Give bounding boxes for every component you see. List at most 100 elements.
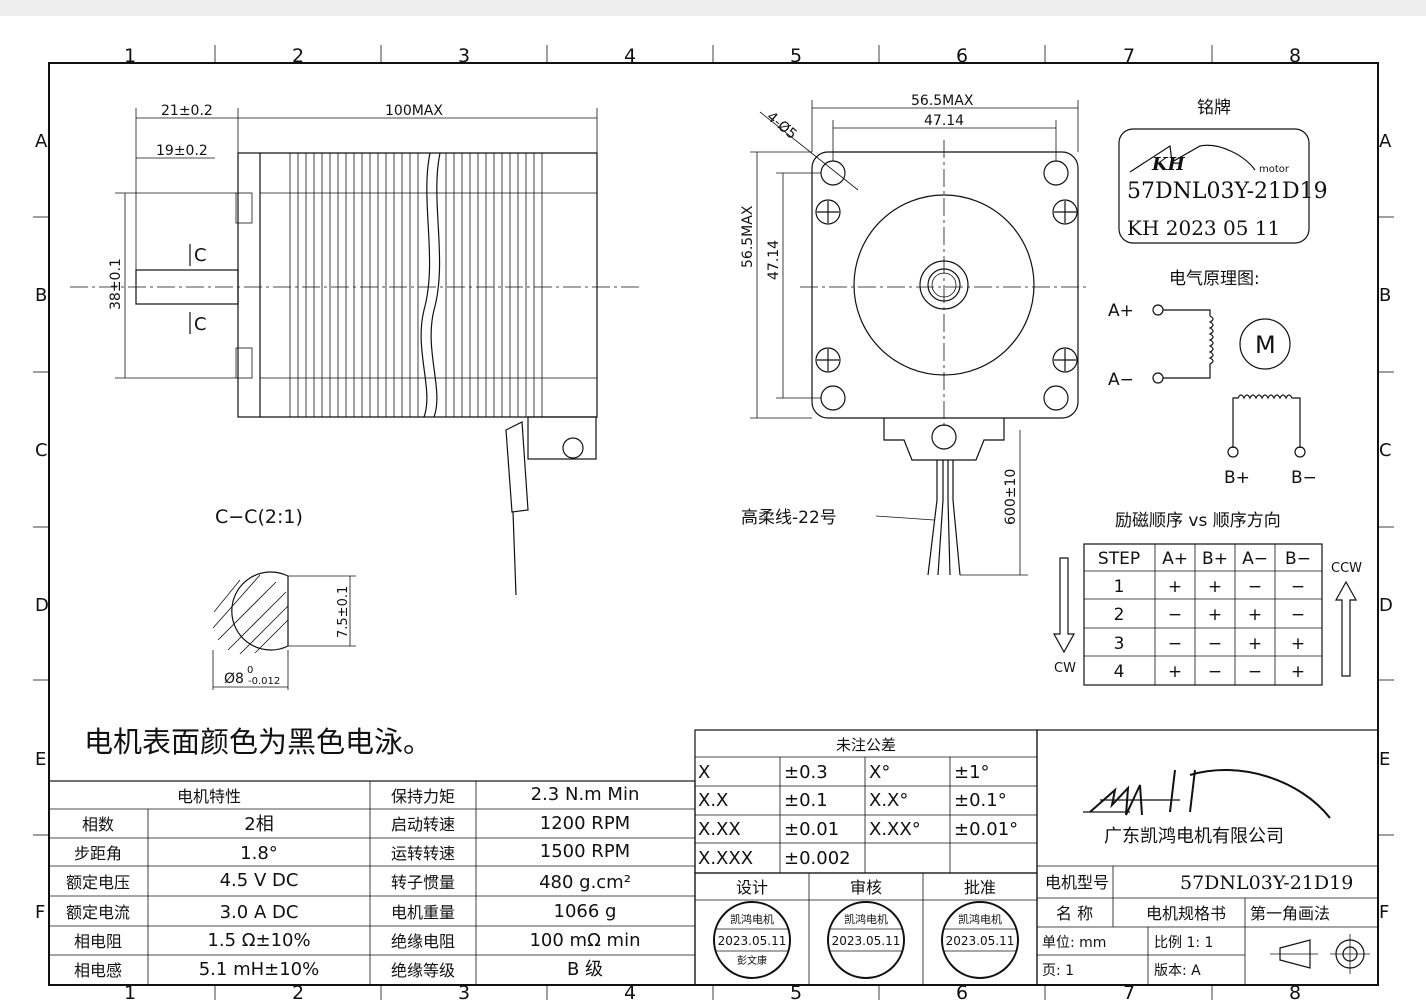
col-number: 8 xyxy=(1289,982,1301,1000)
nameplate-model: 57DNL03Y-21D19 xyxy=(1127,179,1328,204)
tolerance-cell: ±0.3 xyxy=(784,762,828,783)
spec-value: B 级 xyxy=(567,959,603,980)
spec-label: 相数 xyxy=(82,815,114,834)
table-row: 运转转速 1500 RPM xyxy=(391,841,630,863)
stamp-company: 凯鸿电机 xyxy=(958,912,1002,926)
tolerance-title: 未注公差 xyxy=(836,736,896,754)
approval-approve-header: 批准 xyxy=(964,878,996,897)
company-logo xyxy=(1083,768,1331,819)
spec-label: 相电感 xyxy=(74,961,122,980)
dim-hole-spec-text: 4-Ø5 xyxy=(763,109,799,143)
label-a-plus: A+ xyxy=(1108,301,1134,321)
tolerance-cell: X.X° xyxy=(869,790,908,811)
table-row: 转子惯量 480 g.cm² xyxy=(391,872,631,893)
col-number: 6 xyxy=(956,45,968,67)
row-letter: E xyxy=(35,749,46,770)
row-letter: A xyxy=(35,131,48,152)
col-number: 2 xyxy=(292,45,304,67)
dim-flange-text: 21±0.2 xyxy=(161,103,213,119)
step-table-header: STEP A+ B+ A− B− xyxy=(1098,549,1311,569)
dim-outer-v-text: 56.5MAX xyxy=(740,205,756,268)
name-label: 名 称 xyxy=(1056,904,1093,923)
col-number: 6 xyxy=(956,982,968,1000)
nameplate-title: 铭牌 xyxy=(1197,98,1231,118)
spec-value: 1066 g xyxy=(554,901,617,922)
table-row: 保持力矩 2.3 N.m Min xyxy=(391,784,639,806)
stamp-date: 2023.05.11 xyxy=(718,934,787,948)
stamp-company: 凯鸿电机 xyxy=(730,912,774,926)
front-view xyxy=(750,100,1090,576)
first-angle-projection-icon xyxy=(1270,934,1370,974)
dim-holes-v-text: 47.14 xyxy=(766,240,782,280)
step-cell: 4 xyxy=(1114,662,1125,682)
table-row: 步距角 1.8° xyxy=(74,843,278,864)
tolerance-cell: X° xyxy=(869,762,890,783)
label-b-minus: B− xyxy=(1291,468,1317,488)
label-a-minus: A− xyxy=(1108,370,1134,390)
dim-length-text: 100MAX xyxy=(385,103,443,119)
viewer-top-strip xyxy=(0,0,1426,16)
tolerance-cell: ±0.01° xyxy=(954,819,1018,840)
step-cell: − xyxy=(1208,634,1222,654)
approval-block: 设计 审核 批准 凯鸿电机 2023.05.11 彭文康 凯鸿电机 2023.0… xyxy=(694,872,1038,986)
cw-arrow-icon xyxy=(1052,557,1076,654)
step-cell: + xyxy=(1291,662,1305,682)
section-mark-top: C xyxy=(194,245,207,266)
step-cell: 1 xyxy=(1114,577,1125,597)
spec-label: 转子惯量 xyxy=(391,873,455,892)
spec-label: 绝缘等级 xyxy=(391,961,455,980)
stamp-design: 凯鸿电机 2023.05.11 彭文康 xyxy=(713,901,791,979)
step-header-cell: A+ xyxy=(1162,549,1188,569)
col-number: 8 xyxy=(1289,45,1301,67)
row-letter: D xyxy=(1379,595,1393,616)
spec-label: 步距角 xyxy=(74,844,122,863)
spec-label: 运转转速 xyxy=(391,844,455,863)
step-table-title: 励磁顺序 vs 顺序方向 xyxy=(1115,511,1281,531)
dim-holes-text: 47.14 xyxy=(924,113,964,129)
row-letter: D xyxy=(35,595,49,616)
row-letter: F xyxy=(35,902,45,923)
step-cell: − xyxy=(1248,577,1262,597)
spec-value: 3.0 A DC xyxy=(220,902,299,923)
step-cell: + xyxy=(1248,634,1262,654)
column-numbers-bottom: 1 2 3 4 5 6 7 8 xyxy=(124,982,1301,1000)
dim-wire-text: 600±10 xyxy=(1003,469,1019,525)
table-row: 4 + − − + xyxy=(1114,662,1306,682)
spec-value: 1.5 Ω±10% xyxy=(207,930,310,951)
table-row: 3 − − + + xyxy=(1114,634,1306,654)
spec-header: 电机特性 xyxy=(177,787,241,806)
model-value: 57DNL03Y-21D19 xyxy=(1180,872,1353,894)
spec-label: 绝缘电阻 xyxy=(391,932,455,951)
dim-height-text: 38±0.1 xyxy=(108,258,124,310)
col-number: 1 xyxy=(124,982,136,1000)
row-letter: C xyxy=(35,440,48,461)
stamp-company: 凯鸿电机 xyxy=(844,912,888,926)
row-letter: A xyxy=(1379,131,1392,152)
tolerance-cell: X.X xyxy=(698,790,728,811)
section-view: C−C(2:1) 7.5±0.1 Ø8 0 -0.012 xyxy=(212,506,356,690)
step-cell: + xyxy=(1248,605,1262,625)
step-header-cell: B+ xyxy=(1202,549,1228,569)
label-b-plus: B+ xyxy=(1224,468,1250,488)
row-letter: F xyxy=(1379,902,1389,923)
spec-table: 电机特性 相数 2相 步距角 1.8° 额定电压 4.5 V DC 额定电流 3… xyxy=(48,780,696,986)
table-row: X.X ±0.1 X.X° ±0.1° xyxy=(698,790,1007,811)
step-cell: + xyxy=(1291,634,1305,654)
tolerance-cell: X xyxy=(698,762,710,783)
name-value: 电机规格书 xyxy=(1146,904,1226,923)
tolerance-cell: ±0.1 xyxy=(784,790,828,811)
table-row: 相数 2相 xyxy=(82,814,274,835)
step-sequence-table: 励磁顺序 vs 顺序方向 STEP A+ B+ A− B− 1 + + − − … xyxy=(1052,511,1362,686)
tolerance-cell: ±0.01 xyxy=(784,819,839,840)
page-label: 页: 1 xyxy=(1042,963,1074,979)
nameplate-date: KH 2023 05 11 xyxy=(1127,216,1280,240)
step-cell: + xyxy=(1168,577,1182,597)
dim-outer-text: 56.5MAX xyxy=(911,93,974,109)
spec-label: 保持力矩 xyxy=(391,787,455,806)
step-cell: + xyxy=(1168,662,1182,682)
spec-label: 额定电流 xyxy=(66,903,130,922)
stamp-signer: 彭文康 xyxy=(737,954,767,967)
spec-value: 4.5 V DC xyxy=(220,870,299,891)
col-number: 4 xyxy=(624,45,636,67)
step-cell: − xyxy=(1291,577,1305,597)
